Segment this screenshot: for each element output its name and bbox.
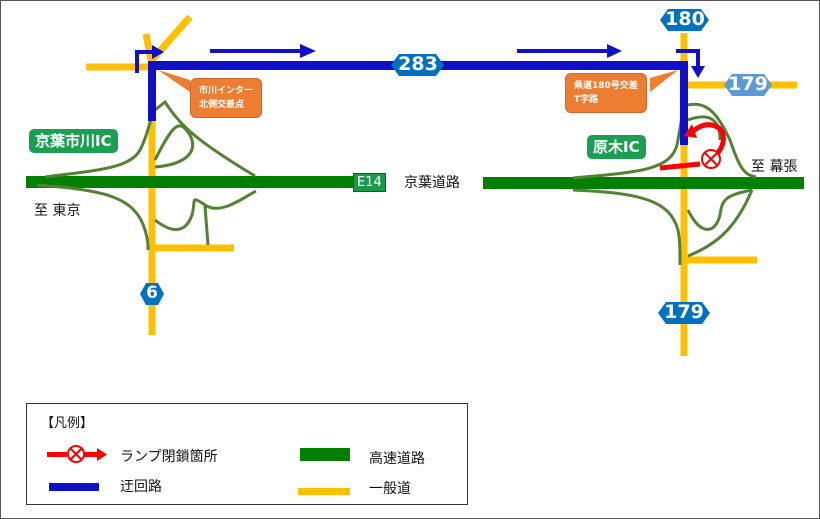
legend-label-closure: ランプ閉鎖箇所 bbox=[120, 449, 218, 465]
route-label-179-east: 179 bbox=[728, 73, 768, 95]
direction-label-makuhari: 至 幕張 bbox=[751, 159, 798, 175]
west-north-stub bbox=[142, 33, 155, 61]
callout-line: 県道180号交差 bbox=[574, 81, 638, 91]
callout-ichikawa-north-intersection: 市川インター 北側交差点 bbox=[190, 78, 263, 118]
ramp bbox=[687, 115, 722, 141]
legend-closure-swatch bbox=[47, 445, 107, 463]
expressway-number-badge: E14 bbox=[353, 173, 386, 192]
callout-line: T字路 bbox=[574, 95, 599, 105]
closure-curve bbox=[687, 122, 726, 161]
route-shield-6 bbox=[140, 283, 164, 305]
legend-general-swatch bbox=[298, 488, 350, 495]
route-label-6: 6 bbox=[146, 283, 158, 303]
route-shields bbox=[140, 9, 772, 324]
turn-arrow-icon bbox=[135, 50, 153, 73]
closure-x-line bbox=[704, 152, 718, 166]
closure-line bbox=[47, 452, 67, 457]
ramp bbox=[686, 188, 753, 231]
detour-east-vertical bbox=[680, 61, 688, 145]
ramp bbox=[154, 99, 256, 178]
route-shield-180 bbox=[660, 9, 709, 31]
turn-arrow-head bbox=[152, 45, 164, 59]
closure-arrowhead bbox=[97, 448, 107, 461]
legend-label-detour: 迂回路 bbox=[120, 479, 162, 495]
legend: 【凡例】 ランプ閉鎖箇所 迂回路 高速道路 一般道 bbox=[26, 403, 468, 505]
direction-arrow-west bbox=[210, 49, 302, 53]
callout-line: 市川インター bbox=[199, 86, 254, 96]
direction-arrowhead-east bbox=[607, 44, 622, 58]
callout-route180-t-junction: 県道180号交差 T字路 bbox=[565, 73, 647, 113]
legend-title: 【凡例】 bbox=[41, 416, 94, 431]
legend-detour-swatch bbox=[49, 483, 99, 491]
ramp bbox=[572, 188, 682, 266]
expressway-name: 京葉道路 bbox=[402, 172, 462, 192]
ic-label-keiyo-ichikawa: 京葉市川IC bbox=[29, 129, 118, 153]
expressway bbox=[26, 176, 804, 189]
ramp bbox=[687, 102, 757, 179]
route-shield-179-south bbox=[658, 302, 710, 324]
route-shield-179-east bbox=[724, 74, 772, 96]
closure-arrowhead bbox=[684, 124, 697, 138]
ramp bbox=[154, 189, 257, 231]
expressway-east-segment bbox=[483, 177, 804, 189]
ic-label-baraki: 原木IC bbox=[587, 135, 646, 159]
legend-label-expressway: 高速道路 bbox=[369, 451, 425, 467]
callout-line: 北側交差点 bbox=[199, 100, 245, 110]
closure-ramp-line bbox=[659, 161, 701, 171]
direction-label-tokyo: 至 東京 bbox=[34, 203, 81, 219]
callout-pointer-east bbox=[650, 70, 678, 92]
callout-pointer-west bbox=[158, 70, 190, 92]
ramp bbox=[153, 124, 194, 169]
ramp bbox=[36, 183, 150, 251]
turn-arrow-icon bbox=[676, 49, 700, 68]
route-label-180: 180 bbox=[665, 8, 705, 30]
ramp bbox=[203, 205, 210, 246]
ramp bbox=[687, 189, 754, 258]
route-label-283: 283 bbox=[398, 53, 438, 75]
detour-west-vertical bbox=[148, 63, 156, 121]
direction-arrowhead-west bbox=[300, 44, 316, 58]
turn-arrow-head bbox=[691, 66, 705, 78]
ramps bbox=[36, 99, 757, 266]
expressway-west-segment bbox=[26, 176, 354, 188]
closure-line bbox=[84, 452, 98, 457]
route-shield-283 bbox=[391, 54, 444, 76]
closure-x-line bbox=[69, 447, 83, 461]
ramp-closure bbox=[659, 122, 726, 171]
legend-expressway-swatch bbox=[300, 448, 350, 461]
ramp bbox=[44, 111, 155, 179]
direction-arrow-east bbox=[517, 49, 609, 53]
route-label-179-south: 179 bbox=[664, 301, 704, 323]
legend-label-general: 一般道 bbox=[369, 481, 411, 497]
